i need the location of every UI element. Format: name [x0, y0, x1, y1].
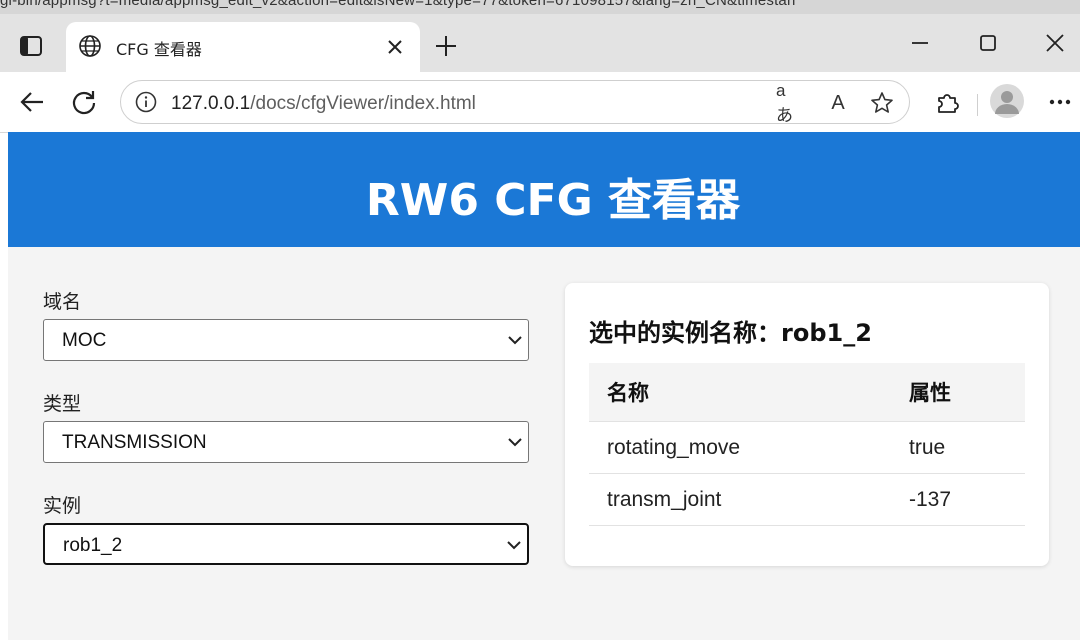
- selected-instance-heading: 选中的实例名称：rob1_2: [589, 319, 872, 347]
- chevron-down-icon: [508, 336, 522, 345]
- instance-detail-card: 选中的实例名称：rob1_2 名称 属性 rotating_move true …: [565, 283, 1049, 566]
- star-icon: [871, 92, 893, 113]
- property-name: transm_joint: [589, 473, 891, 526]
- tab-bar: CFG 查看器: [0, 14, 1080, 72]
- more-menu-button[interactable]: [1044, 86, 1076, 118]
- maximize-button[interactable]: [968, 28, 1008, 58]
- close-icon: [388, 40, 402, 54]
- translate-button[interactable]: aあ: [776, 81, 802, 125]
- browser-window: CFG 查看器: [0, 14, 1080, 640]
- new-tab-button[interactable]: [432, 32, 460, 60]
- extensions-button[interactable]: [932, 86, 964, 118]
- domain-select-value: MOC: [62, 330, 107, 351]
- table-row: rotating_move true: [589, 421, 1025, 474]
- read-aloud-icon: A: [831, 91, 845, 114]
- more-icon: [1049, 99, 1071, 105]
- page-title: RW6 CFG 查看器: [365, 175, 741, 226]
- close-icon: [1046, 34, 1064, 52]
- tab-actions-button[interactable]: [14, 32, 48, 60]
- page-header: RW6 CFG 查看器: [8, 132, 1080, 247]
- property-name: rotating_move: [589, 421, 891, 474]
- chevron-down-icon: [508, 438, 522, 447]
- favorite-button[interactable]: [869, 90, 895, 116]
- instance-select[interactable]: rob1_2: [43, 523, 529, 565]
- property-value: -137: [891, 473, 1025, 526]
- column-header-name: 名称: [589, 363, 891, 422]
- globe-icon: [79, 35, 101, 57]
- tab-title: CFG 查看器: [116, 40, 202, 59]
- table-row: transm_joint -137: [589, 473, 1025, 526]
- arrow-left-icon: [20, 92, 43, 112]
- plus-icon: [436, 36, 456, 56]
- translate-icon: aあ: [776, 80, 793, 125]
- tab-actions-icon: [20, 36, 42, 56]
- url-host: 127.0.0.1: [171, 93, 251, 114]
- minimize-button[interactable]: [900, 28, 940, 58]
- maximize-icon: [980, 35, 996, 51]
- instance-label: 实例: [43, 495, 82, 517]
- instance-select-value: rob1_2: [63, 535, 123, 556]
- page-viewport: RW6 CFG 查看器 域名 MOC 类型 TRANSMISSION 实例 ro…: [8, 132, 1080, 640]
- type-select-value: TRANSMISSION: [62, 432, 207, 453]
- table-header-row: 名称 属性: [589, 363, 1025, 422]
- type-label: 类型: [43, 393, 82, 415]
- domain-label: 域名: [43, 291, 82, 313]
- browser-toolbar: 127.0.0.1/docs/cfgViewer/index.html aあ A: [0, 72, 1080, 133]
- background-url-text: gi-bin/appmsg?t=media/appmsg_edit_v2&act…: [0, 0, 796, 9]
- domain-select[interactable]: MOC: [43, 319, 529, 361]
- tab-close-button[interactable]: [384, 36, 406, 58]
- tab-active[interactable]: CFG 查看器: [66, 22, 420, 72]
- window-close-button[interactable]: [1035, 28, 1075, 58]
- read-aloud-button[interactable]: A: [825, 90, 851, 116]
- minimize-icon: [912, 42, 928, 44]
- address-bar[interactable]: 127.0.0.1/docs/cfgViewer/index.html aあ A: [120, 80, 910, 125]
- toolbar-divider: [977, 94, 978, 116]
- background-url-strip: gi-bin/appmsg?t=media/appmsg_edit_v2&act…: [0, 0, 1080, 14]
- column-header-value: 属性: [891, 363, 1025, 422]
- profile-avatar-icon[interactable]: [990, 84, 1024, 118]
- address-url: 127.0.0.1/docs/cfgViewer/index.html: [171, 93, 476, 115]
- properties-table: 名称 属性 rotating_move true transm_joint -1…: [589, 363, 1025, 526]
- info-icon: [135, 91, 157, 113]
- chevron-down-icon: [507, 541, 521, 550]
- property-value: true: [891, 421, 1025, 474]
- puzzle-icon: [938, 94, 959, 113]
- back-button[interactable]: [16, 86, 48, 118]
- reload-button[interactable]: [68, 86, 100, 118]
- url-path: /docs/cfgViewer/index.html: [250, 93, 476, 114]
- reload-icon: [72, 91, 96, 115]
- type-select[interactable]: TRANSMISSION: [43, 421, 529, 463]
